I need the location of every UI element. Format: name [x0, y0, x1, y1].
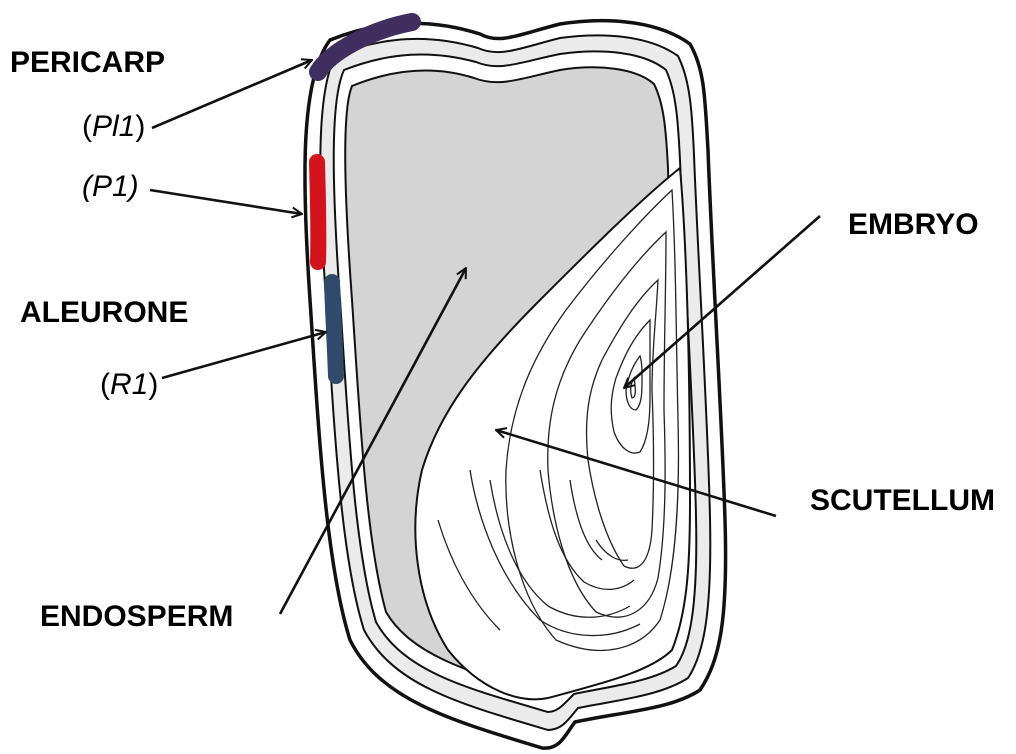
pl1-gene-label: (Pl1) [82, 112, 145, 142]
r1-open-paren: ( [100, 368, 110, 401]
r1-gene-label: (R1) [100, 370, 158, 400]
arrow-r1 [162, 332, 326, 378]
r1-gene-name: R1 [110, 368, 148, 401]
endosperm-label: ENDOSPERM [40, 602, 233, 632]
aleurone-label: ALEURONE [20, 298, 188, 328]
embryo-label: EMBRYO [848, 210, 979, 240]
p1-marker [317, 162, 318, 262]
r1-close-paren: ) [148, 368, 158, 401]
aleurone-marker [332, 282, 336, 376]
pl1-open-paren: ( [82, 110, 92, 143]
scutellum-label: SCUTELLUM [810, 486, 995, 516]
arrow-p1 [150, 190, 302, 214]
p1-gene-name: (P1) [82, 170, 139, 203]
pl1-gene-name: Pl1 [92, 110, 135, 143]
p1-gene-label: (P1) [82, 172, 139, 202]
pericarp-label: PERICARP [10, 48, 165, 78]
arrow-pl1 [152, 60, 312, 128]
pl1-close-paren: ) [135, 110, 145, 143]
